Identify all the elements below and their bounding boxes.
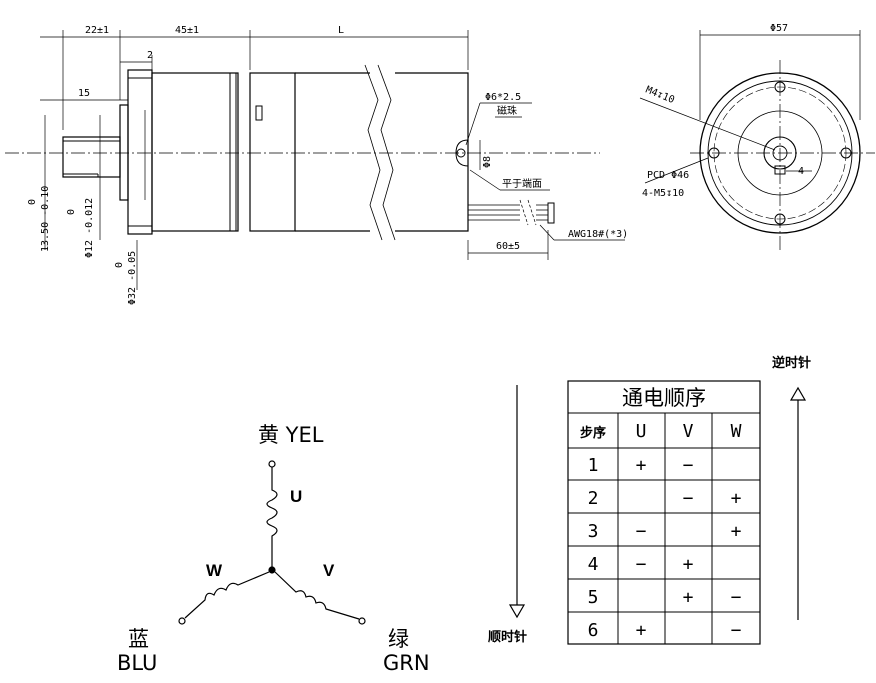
table-cell: 6 (588, 620, 599, 641)
gearbox-body (151, 72, 239, 232)
label-coil-u: U (290, 487, 302, 506)
terminal-grn (358, 617, 366, 625)
table-cell: 2 (588, 488, 599, 509)
label-magnet: 磁珠 (497, 104, 517, 117)
table-cell: − (683, 455, 694, 476)
dim-8: Φ8 (482, 156, 493, 168)
label-grn-cn: 绿 (388, 627, 409, 651)
dim-shaft-flat: 13.50 -0.10 (40, 186, 51, 252)
shaft-circle (763, 136, 797, 170)
sequence-table (567, 380, 761, 645)
dim-front-dia: Φ57 (770, 23, 788, 34)
mount-hole-bottom (774, 213, 786, 225)
table-cell: 4 (588, 554, 599, 575)
table-header-2: V (683, 421, 694, 442)
pilot (119, 104, 129, 201)
table-cell: − (731, 587, 742, 608)
table-cell: − (731, 620, 742, 641)
terminal-blu (178, 617, 186, 625)
label-coil-w: W (206, 561, 223, 580)
cw-arrow-head (508, 604, 526, 619)
label-ccw: 逆时针 (772, 355, 811, 371)
front-outer-circle (699, 72, 861, 234)
table-cell: 5 (588, 587, 599, 608)
dim-key: 4 (798, 166, 804, 177)
terminal-yel (268, 460, 276, 468)
table-cell: + (683, 587, 694, 608)
label-flush: 平于端面 (502, 177, 542, 190)
ccw-arrow-head (789, 386, 807, 401)
label-coil-v: V (323, 561, 335, 580)
table-cell: 1 (588, 455, 599, 476)
table-header-3: W (731, 421, 742, 442)
label-m5: 4-M5↧10 (642, 188, 684, 199)
motor-body (249, 72, 296, 232)
table-cell: + (683, 554, 694, 575)
mount-hole-top (774, 81, 786, 93)
label-m4: M4↧10 (644, 85, 676, 106)
side-view (5, 30, 625, 290)
dim-shaft-dia-tol: 0 (66, 209, 77, 215)
dim-pilot-tol: 0 (114, 262, 125, 268)
mount-hole-right (840, 147, 852, 159)
label-blu-cn: 蓝 (128, 627, 149, 651)
mount-hole-left (708, 147, 720, 159)
shaft (62, 136, 121, 178)
dim-15: 15 (78, 88, 90, 99)
dim-L: L (338, 25, 344, 36)
dim-2: 2 (147, 50, 153, 61)
dim-shaft-dia: Φ12 -0.012 (84, 198, 95, 258)
table-cell: + (636, 455, 647, 476)
winding-diagram (178, 460, 366, 625)
dim-pilot: Φ32 -0.05 (127, 251, 138, 305)
label-yel: 黄 YEL (258, 423, 324, 447)
dim-magnet: Φ6*2.5 (485, 92, 521, 103)
table-cell: + (731, 521, 742, 542)
table-header-1: U (636, 421, 647, 442)
label-grn-en: GRN (383, 651, 430, 675)
flange (127, 69, 153, 235)
front-view (639, 30, 875, 250)
table-cell: 3 (588, 521, 599, 542)
table-cell: − (683, 488, 694, 509)
label-blu-en: BLU (117, 651, 157, 675)
label-cw: 顺时针 (488, 629, 527, 645)
direction-arrows (508, 385, 807, 620)
dim-shaft-flat-tol: 0 (27, 199, 38, 205)
table-header-0: 步序 (580, 425, 606, 441)
label-wire: AWG18#(*3) (568, 229, 628, 240)
dim-22: 22±1 (85, 25, 109, 36)
dim-lead: 60±5 (496, 241, 520, 252)
dim-45: 45±1 (175, 25, 199, 36)
table-cell: − (636, 554, 647, 575)
table-title: 通电顺序 (622, 387, 706, 410)
table-cell: + (636, 620, 647, 641)
table-cell: − (636, 521, 647, 542)
table-cell: + (731, 488, 742, 509)
label-pcd: PCD Φ46 (647, 170, 689, 181)
